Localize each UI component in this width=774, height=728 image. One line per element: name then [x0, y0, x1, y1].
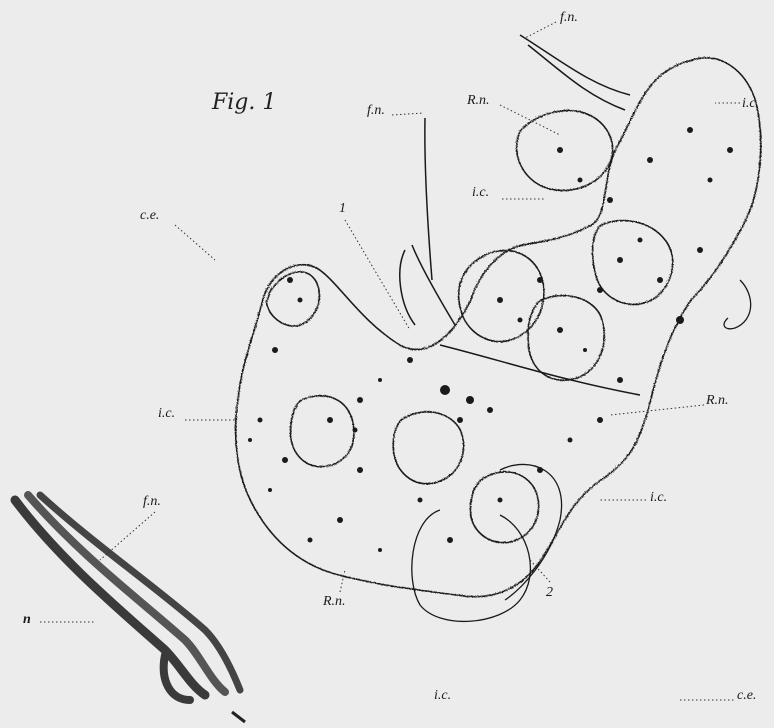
leader-lines [0, 0, 774, 728]
